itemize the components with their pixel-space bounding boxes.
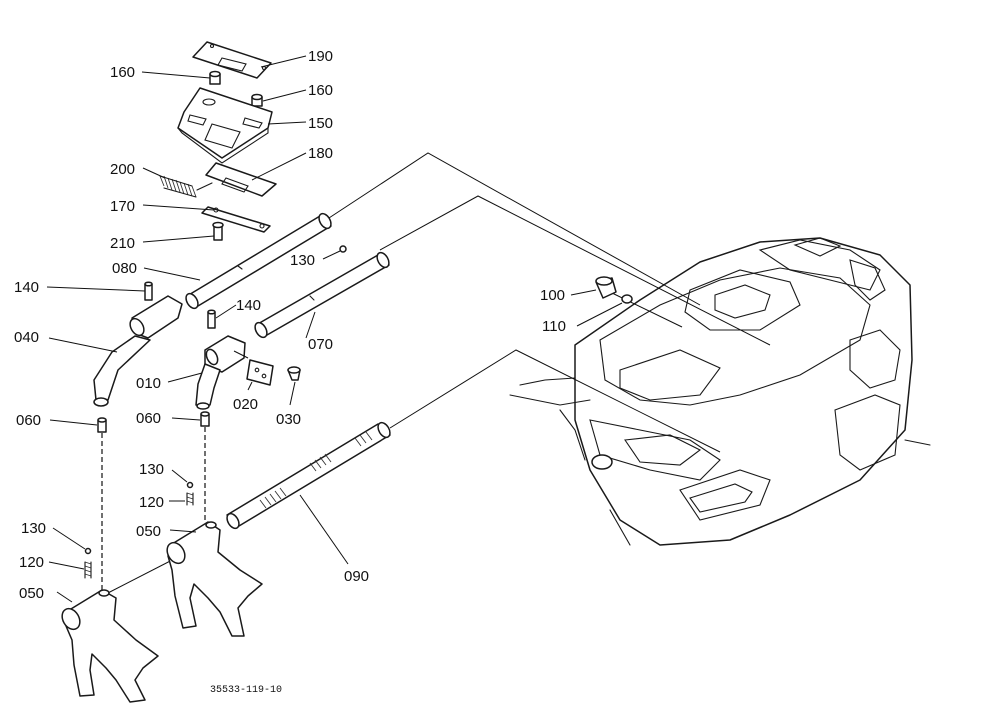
label-210: 210 bbox=[110, 235, 135, 252]
label-130-low: 130 bbox=[21, 520, 46, 537]
label-050-right: 050 bbox=[136, 523, 161, 540]
label-120-mid: 120 bbox=[139, 494, 164, 511]
nut-160-right bbox=[251, 93, 263, 107]
label-020: 020 bbox=[233, 396, 258, 413]
label-200: 200 bbox=[110, 161, 135, 178]
label-120-low: 120 bbox=[19, 554, 44, 571]
plate-170 bbox=[201, 206, 271, 233]
shoe-060-right bbox=[200, 411, 210, 427]
pin-140-left bbox=[144, 281, 153, 301]
plug-100 bbox=[595, 276, 617, 299]
label-160-left: 160 bbox=[110, 64, 135, 81]
label-100: 100 bbox=[540, 287, 565, 304]
fork-050-right bbox=[166, 521, 263, 637]
label-150: 150 bbox=[308, 115, 333, 132]
shaft-090 bbox=[226, 421, 391, 530]
label-030: 030 bbox=[276, 411, 301, 428]
label-130-upper: 130 bbox=[290, 252, 315, 269]
plate-180 bbox=[205, 162, 277, 197]
assembly-line-090 bbox=[389, 349, 721, 453]
nut-160-left bbox=[209, 70, 221, 85]
pin-140-mid bbox=[207, 309, 216, 329]
callout-labels: 190 160 160 150 180 200 170 210 080 130 … bbox=[14, 48, 566, 696]
drawing-code: 35533-119-10 bbox=[210, 685, 282, 696]
spring-120-mid bbox=[186, 492, 194, 506]
washer-110 bbox=[621, 294, 633, 304]
label-170: 170 bbox=[110, 198, 135, 215]
label-040: 040 bbox=[14, 329, 39, 346]
assembly-line-080 bbox=[299, 152, 701, 306]
bolt-210 bbox=[212, 221, 224, 241]
shaft-080 bbox=[185, 212, 332, 310]
plate-150 bbox=[177, 87, 273, 164]
label-060-right: 060 bbox=[136, 410, 161, 427]
shaft-070 bbox=[254, 251, 390, 339]
label-180: 180 bbox=[308, 145, 333, 162]
label-190: 190 bbox=[308, 48, 333, 65]
label-110: 110 bbox=[542, 318, 566, 335]
plate-020 bbox=[246, 359, 274, 386]
arm-010 bbox=[195, 335, 246, 410]
label-140-left: 140 bbox=[14, 279, 39, 296]
spring-120-low bbox=[84, 561, 92, 579]
alignment-line-fork bbox=[103, 555, 181, 596]
spring-200 bbox=[159, 175, 213, 198]
ball-130-low bbox=[84, 547, 92, 555]
assembly-line-070 bbox=[379, 195, 771, 346]
label-050-left: 050 bbox=[19, 585, 44, 602]
transmission-case bbox=[509, 237, 931, 546]
ball-130-mid bbox=[186, 481, 194, 489]
label-060-left: 060 bbox=[16, 412, 41, 429]
shoe-060-left bbox=[97, 417, 107, 433]
bolt-030 bbox=[287, 366, 301, 381]
label-140-mid: 140 bbox=[236, 297, 261, 314]
plate-190 bbox=[192, 41, 272, 79]
arm-040 bbox=[93, 295, 183, 407]
label-070: 070 bbox=[308, 336, 333, 353]
ball-130-upper bbox=[339, 245, 347, 253]
label-090: 090 bbox=[344, 568, 369, 585]
label-130-mid: 130 bbox=[139, 461, 164, 478]
leader-lines bbox=[46, 55, 623, 603]
fork-050-left bbox=[61, 589, 159, 703]
label-010: 010 bbox=[136, 375, 161, 392]
label-160-right: 160 bbox=[308, 82, 333, 99]
label-080: 080 bbox=[112, 260, 137, 277]
